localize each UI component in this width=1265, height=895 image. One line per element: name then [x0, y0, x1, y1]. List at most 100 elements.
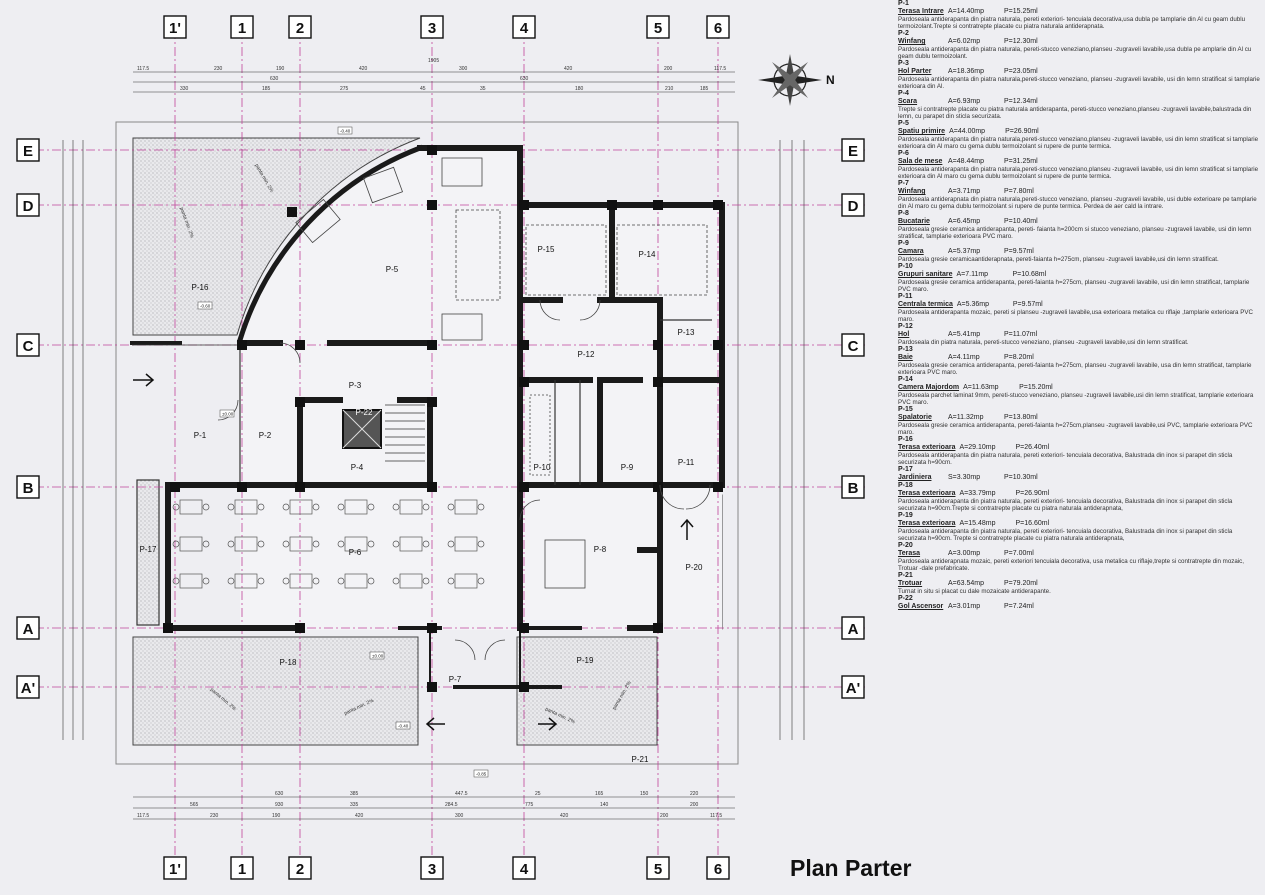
column: [653, 340, 663, 350]
room-id: P-9: [898, 240, 909, 247]
room-area: A=11.63mp: [963, 384, 999, 391]
site-boundary: [115, 121, 739, 765]
grid-col-bubble-bottom: 2: [288, 856, 312, 880]
dimension-lines: [62, 71, 805, 820]
room-tag: P-16: [192, 283, 209, 292]
room-perimeter: P=16.60ml: [1015, 520, 1050, 527]
grid-row-bubble-right: E: [841, 138, 865, 162]
room-area: A=29.10mp: [959, 444, 996, 451]
room-name: Hol Parter: [898, 68, 932, 75]
room-tag: P-4: [351, 463, 364, 472]
room-tag: P-20: [686, 563, 703, 572]
room-area: A=63.54mp: [948, 580, 984, 587]
grid-label-text: A': [21, 680, 35, 697]
grid-label-text: 1: [238, 20, 246, 37]
grid-label-text: A: [848, 621, 859, 638]
structural-columns: [163, 145, 723, 692]
dimension-value: 150: [640, 791, 649, 797]
room-description: Pardoseala antiderapanta din piatra natu…: [898, 528, 1233, 542]
room-name: Scara: [898, 98, 918, 105]
room-perimeter: P=10.68ml: [1012, 271, 1047, 278]
room-id: P-5: [898, 120, 909, 127]
room-id: P-13: [898, 346, 913, 353]
room-id: P-18: [898, 482, 913, 489]
room-tag: P-15: [538, 245, 555, 254]
room-tag: P-21: [632, 755, 649, 764]
room-id: P-10: [898, 263, 913, 270]
grid-col-bubble-top: 1': [163, 15, 187, 39]
room-area: A=3.00mp: [948, 550, 981, 557]
grid-col-bubble-bottom: 1': [163, 856, 187, 880]
grid-label-text: B: [23, 480, 34, 497]
room-id: P-16: [898, 436, 913, 443]
room-name: Terasa Intrare: [898, 8, 944, 15]
room-name: Gol Ascensor: [898, 603, 944, 610]
grid-row-bubble-left: C: [16, 333, 40, 357]
dimension-value: 190: [272, 813, 281, 819]
room-id: P-11: [898, 293, 913, 300]
room-description: Pardoseala gresie ceramica antiderapanta…: [898, 362, 1252, 376]
grid-row-bubble-right: B: [841, 475, 865, 499]
room-description: Pardoseala antiderapnata mozaic, pereti …: [898, 558, 1244, 572]
room-perimeter: P=15.25ml: [1004, 8, 1038, 15]
room-id: P-20: [898, 542, 913, 549]
room-area: A=48.44mp: [948, 158, 984, 165]
dimension-value: 230: [214, 66, 223, 72]
dimension-value: 1905: [428, 58, 439, 64]
grid-label-text: 6: [714, 861, 722, 878]
dimension-value: 190: [276, 66, 285, 72]
room-name: Grupuri sanitare: [898, 271, 953, 278]
room-description: Pardoseala antiderapnata din piatra natu…: [898, 196, 1257, 210]
room-tag: P-9: [621, 463, 634, 472]
dimension-value: 45: [420, 86, 426, 92]
room-area: A=5.41mp: [948, 331, 981, 338]
room-tag: P-5: [386, 265, 399, 274]
room-description: Pardoseala antiderapanta din piatra natu…: [898, 76, 1260, 90]
room-area: A=11.32mp: [948, 414, 984, 421]
column: [427, 682, 437, 692]
grid-col-bubble-top: 2: [288, 15, 312, 39]
dimension-value: 165: [595, 791, 604, 797]
grid-label-text: 4: [520, 20, 529, 37]
column: [519, 482, 529, 492]
compass-north-label: N: [826, 73, 835, 87]
dimension-value: 447.5: [455, 791, 468, 797]
column: [607, 200, 617, 210]
room-tag: P-8: [594, 545, 607, 554]
column: [653, 200, 663, 210]
grid-label-text: D: [848, 198, 859, 215]
room-description: Pardoseala antiderapanta din piatra natu…: [898, 452, 1233, 466]
grid-label-text: 1: [238, 861, 246, 878]
room-description: Pardoseala gresie ceramica antiderapanta…: [898, 226, 1252, 240]
grid-label-text: E: [23, 143, 33, 160]
grid-label-text: 2: [296, 20, 304, 37]
column: [170, 482, 180, 492]
dimension-value: 385: [350, 791, 359, 797]
level-mark: -0.85: [476, 772, 487, 777]
dimension-value: 300: [459, 66, 468, 72]
room-description: Pardoseala antiderapanta mozaic, pereti …: [898, 309, 1253, 323]
room-perimeter: P=9.57ml: [1004, 248, 1034, 255]
dimension-value: 420: [359, 66, 368, 72]
room-description: Pardoseala din piatra naturala, pereti-s…: [898, 339, 1189, 346]
dimension-value: 185: [700, 86, 709, 92]
room-perimeter: P=26.90ml: [1005, 128, 1039, 135]
dimension-value: 220: [690, 791, 699, 797]
building-interior: [240, 148, 722, 630]
room-name: Camera Majordom: [898, 384, 960, 391]
dimension-value: 630: [270, 76, 279, 82]
room-tag: P-3: [349, 381, 362, 390]
